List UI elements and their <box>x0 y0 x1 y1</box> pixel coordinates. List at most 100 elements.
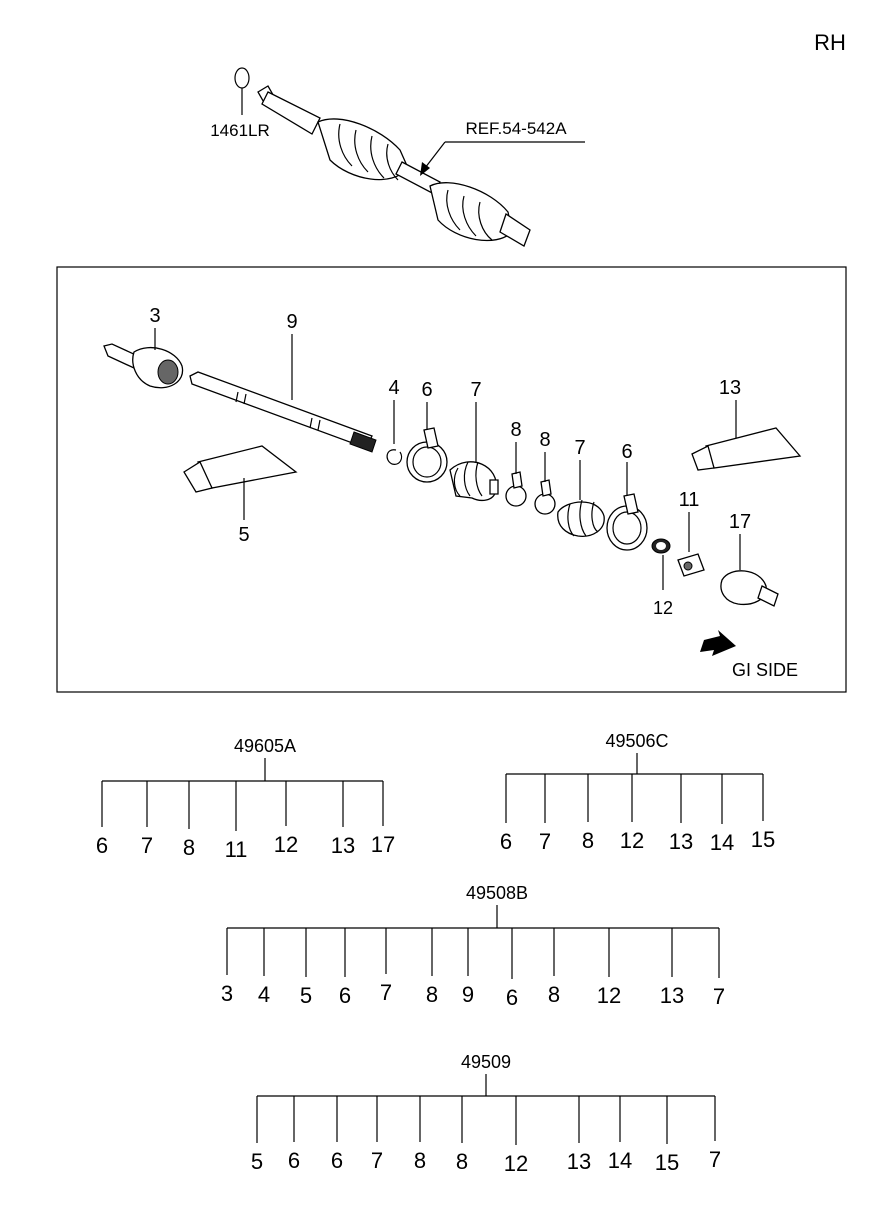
direction-label: GI SIDE <box>732 660 798 680</box>
kit-item: 5 <box>251 1149 263 1174</box>
kit-code: 49605A <box>234 736 296 756</box>
callout-12: 12 <box>653 598 673 618</box>
kit-item: 7 <box>380 980 392 1005</box>
kit-item: 13 <box>660 983 684 1008</box>
kit-item: 9 <box>462 982 474 1007</box>
callout-7a: 7 <box>470 379 481 401</box>
kit-item: 6 <box>96 833 108 858</box>
grease-tube-right-drawing <box>705 427 802 469</box>
inner-cv-joint-drawing <box>720 570 767 606</box>
kit-item: 6 <box>506 985 518 1010</box>
kit-item: 6 <box>288 1148 300 1173</box>
axle-shaft-grooves <box>235 391 321 431</box>
callout-6b: 6 <box>621 441 632 463</box>
inner-joint-stub <box>757 585 779 607</box>
reference-arrowhead <box>420 162 430 176</box>
callout-8b: 8 <box>539 429 550 451</box>
boot-band-a-inner <box>412 446 442 478</box>
boot-band-a-tab <box>423 427 439 449</box>
callout-17: 17 <box>729 511 751 533</box>
callout-11: 11 <box>679 489 700 511</box>
small-clamp-b-tab <box>540 479 552 497</box>
kit-item: 12 <box>597 983 621 1008</box>
kit-code: 49506C <box>605 731 668 751</box>
callout-9: 9 <box>286 311 297 333</box>
kit-item: 13 <box>331 833 355 858</box>
callout-7b: 7 <box>574 437 585 459</box>
kit-item: 13 <box>669 829 693 854</box>
inner-stub-end <box>499 212 531 247</box>
kit-trees: 49605A 6 7 8 11 12 13 17 49506C 6 7 8 12 13 14 15 49508B… <box>96 731 775 1176</box>
side-marker: RH <box>814 30 846 55</box>
outer-joint-cage <box>157 359 179 385</box>
kit-item: 7 <box>371 1148 383 1173</box>
callout-6a: 6 <box>421 379 432 401</box>
outer-boot-drawing <box>317 118 409 181</box>
kit-item: 14 <box>710 830 734 855</box>
kit-item: 8 <box>582 828 594 853</box>
exploded-view-frame <box>56 266 847 693</box>
circlip-drawing <box>386 449 403 465</box>
kit-item: 6 <box>339 983 351 1008</box>
kit-item: 14 <box>608 1148 632 1173</box>
kit-code: 49508B <box>466 883 528 903</box>
grease-tube-right-cap <box>691 445 715 471</box>
kit-item: 8 <box>548 982 560 1007</box>
kit-item: 6 <box>500 829 512 854</box>
small-clamp-a-tab <box>511 471 523 489</box>
kit-item: 13 <box>567 1149 591 1174</box>
kit-code: 49509 <box>461 1052 511 1072</box>
kit-item: 7 <box>713 984 725 1009</box>
kit-item: 8 <box>456 1149 468 1174</box>
outer-boot-ribs <box>338 123 399 181</box>
axle-shaft-drawing <box>189 371 373 449</box>
boot-a-neck <box>489 479 499 495</box>
inner-boot-ribs <box>446 189 493 241</box>
callout-8a: 8 <box>510 419 521 441</box>
kit-item: 8 <box>414 1148 426 1173</box>
top-driveshaft-assembly: 1461LR REF.54-542A <box>210 67 585 247</box>
callout-3: 3 <box>149 305 160 327</box>
direction-arrow <box>700 630 736 656</box>
boot-a-ribs <box>453 461 483 497</box>
kit-tree: 49605A 6 7 8 11 12 13 17 <box>96 736 395 862</box>
kit-item: 8 <box>426 982 438 1007</box>
snap-ring-drawing <box>234 67 250 89</box>
kit-tree: 49506C 6 7 8 12 13 14 15 <box>500 731 775 855</box>
kit-item: 8 <box>183 835 195 860</box>
kit-item: 17 <box>371 832 395 857</box>
kit-item: 15 <box>751 827 775 852</box>
callout-5: 5 <box>238 524 249 546</box>
grease-tube-left-drawing <box>197 445 298 489</box>
kit-item: 15 <box>655 1150 679 1175</box>
ring-part-label: 1461LR <box>210 121 270 140</box>
shaft-section <box>261 91 321 135</box>
kit-item: 7 <box>709 1147 721 1172</box>
kit-item: 12 <box>274 832 298 857</box>
retaining-ring-hole <box>656 542 666 550</box>
tripod-hub <box>683 561 693 571</box>
grease-tube-left-cap <box>183 461 213 493</box>
kit-item: 12 <box>620 828 644 853</box>
callout-13: 13 <box>719 377 741 399</box>
boot-b-ribs <box>567 499 599 537</box>
exploded-view: GI SIDE 3 9 4 6 7 8 8 7 6 13 11 17 12 5 <box>103 305 802 680</box>
reference-leader <box>424 141 446 169</box>
kit-item: 7 <box>141 833 153 858</box>
reference-label: REF.54-542A <box>465 119 567 138</box>
boot-band-b-tab <box>623 493 639 515</box>
small-clamp-b-drawing <box>534 493 556 515</box>
small-clamp-a-drawing <box>505 485 527 507</box>
axle-shaft-spline <box>349 431 377 453</box>
kit-item: 6 <box>331 1148 343 1173</box>
kit-item: 5 <box>300 983 312 1008</box>
kit-item: 11 <box>225 837 248 862</box>
kit-item: 12 <box>504 1151 528 1176</box>
kit-item: 4 <box>258 982 270 1007</box>
kit-item: 7 <box>539 829 551 854</box>
callout-4: 4 <box>388 377 399 399</box>
